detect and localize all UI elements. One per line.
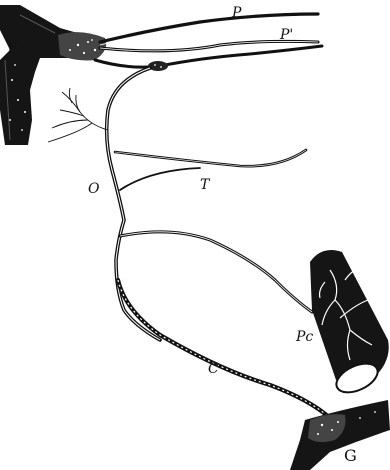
- label-t: T: [200, 178, 209, 192]
- label-f: F: [7, 40, 18, 56]
- label-p-prime: P': [280, 28, 293, 42]
- label-pc: Pc: [296, 330, 313, 344]
- nerve-to-pc: [120, 232, 312, 312]
- label-p: P: [232, 6, 241, 20]
- nerve-t: [115, 150, 306, 190]
- fine-twigs: [48, 88, 108, 142]
- structure-pc: [310, 250, 389, 398]
- label-g: G: [344, 448, 357, 464]
- structure-g: [290, 400, 390, 470]
- label-c: C: [208, 362, 219, 376]
- nerve-o: [107, 68, 160, 340]
- label-o: O: [88, 182, 99, 196]
